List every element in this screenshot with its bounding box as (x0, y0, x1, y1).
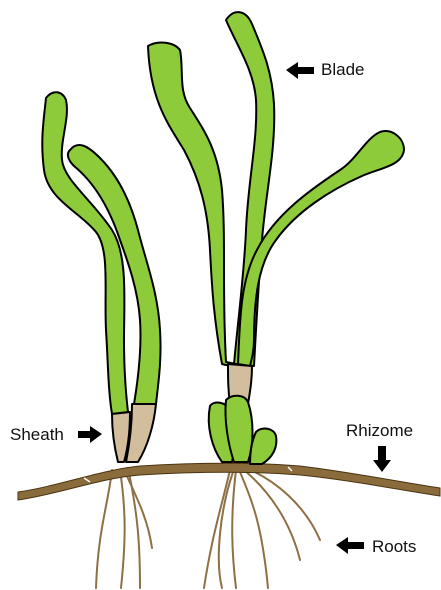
leaf-blade (148, 43, 236, 366)
roots (96, 468, 320, 588)
rhizome-label: Rhizome (346, 421, 413, 441)
leaf-blade (42, 92, 128, 414)
sheath-arrow-icon (78, 426, 102, 443)
leaf-blade (250, 429, 276, 464)
root (96, 470, 112, 588)
root (244, 470, 300, 560)
blade-arrow-icon (286, 62, 314, 79)
root (232, 470, 236, 588)
root (128, 468, 140, 588)
roots-arrow-icon (336, 537, 364, 554)
roots-label: Roots (372, 537, 416, 557)
sheath-label: Sheath (10, 425, 64, 445)
root (246, 468, 320, 540)
root (204, 470, 230, 588)
blade-label: Blade (321, 60, 364, 80)
root (120, 470, 125, 588)
rhizome-arrow-icon (373, 446, 391, 472)
